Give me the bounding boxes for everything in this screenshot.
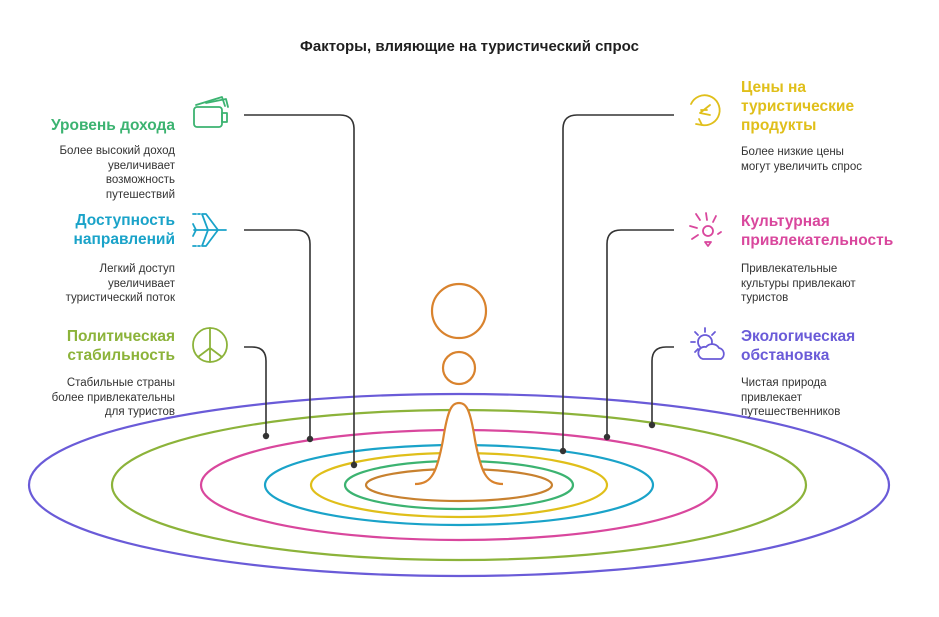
connector-dot <box>559 447 567 455</box>
factor-description-line: Более высокий доход <box>59 145 175 157</box>
connector-dot <box>262 432 270 440</box>
factor-description-line: Чистая природа <box>741 377 827 389</box>
factor-title-line: Уровень дохода <box>50 117 175 134</box>
factor-description-line: путешествий <box>105 188 175 201</box>
small-drop <box>441 350 477 386</box>
factor-title-line: Культурная <box>741 213 830 230</box>
factor-title: Цены на туристические продукты <box>741 78 854 135</box>
factor-description: Более высокий доход увеличивает возможност… <box>59 144 175 202</box>
factor-description-line: Легкий доступ <box>99 263 175 275</box>
factor-description-line: Более низкие цены <box>741 146 844 158</box>
factor-title-line: привлекательность <box>741 232 894 249</box>
connector-line <box>244 346 267 436</box>
factor-description-line: Стабильные страны <box>66 377 175 389</box>
factor-description-line: путешественников <box>741 406 841 418</box>
connector-dot <box>603 433 611 441</box>
factor-description-line: увеличивает <box>108 159 175 172</box>
factor-title-line: Доступность <box>75 212 175 229</box>
factor-title-line: туристические <box>741 98 855 115</box>
factor-title-line: Экологическая <box>741 328 856 345</box>
factor-title-line: обстановка <box>741 347 830 364</box>
factor-description-line: туристов <box>741 292 789 304</box>
factor-title: Доступность направлений <box>74 211 175 249</box>
factor-title-line: стабильность <box>67 347 175 364</box>
factor-description: Стабильные страны более привлекательны для… <box>52 376 175 420</box>
factor-description-line: для туристов <box>104 406 175 418</box>
connector-line <box>562 114 674 451</box>
factor-description-line: привлекает <box>741 391 802 404</box>
connector-line <box>606 229 674 437</box>
factor-title-line: направлений <box>73 231 175 248</box>
diagram-title: Факторы, влияющие на туристический спрос <box>300 38 639 55</box>
factor-title: Политическая стабильность <box>67 327 175 365</box>
connector-line <box>244 229 311 439</box>
peace-sign-icon <box>192 327 228 363</box>
airplane-icon <box>192 213 227 247</box>
factor-description-line: культуры привлекают <box>741 277 856 290</box>
connector-dot <box>306 435 314 443</box>
sun-cloud-icon <box>690 327 725 360</box>
factor-title-line: Цены на <box>741 79 807 96</box>
connector-dot <box>648 421 656 429</box>
factor-description: Легкий доступ увеличивает туристический по… <box>66 262 175 306</box>
factor-description: Более низкие цены могут увеличить спрос <box>741 145 862 174</box>
factor-description-line: возможность <box>105 174 175 186</box>
price-tag-icon <box>690 94 721 127</box>
large-drop <box>430 282 488 340</box>
burst-icon <box>689 212 722 247</box>
factor-title-line: продукты <box>741 117 817 134</box>
factor-description-line: Привлекательные <box>741 263 838 275</box>
splash-peak <box>414 401 504 486</box>
factor-title: Культурная привлекательность <box>741 212 893 250</box>
wallet-money-icon <box>193 96 229 128</box>
ripple-ring <box>27 392 891 578</box>
factor-description-line: могут увеличить спрос <box>741 160 862 173</box>
factor-description: Привлекательные культуры привлекают турист… <box>741 262 856 306</box>
connector-line <box>651 346 674 425</box>
factor-description-line: туристический поток <box>65 292 175 304</box>
factor-title: Экологическая обстановка <box>741 327 855 365</box>
factor-description: Чистая природа привлекает путешественников <box>741 376 840 420</box>
factor-description-line: более привлекательны <box>51 391 175 404</box>
factor-description-line: увеличивает <box>108 277 175 290</box>
connector-dot <box>350 461 358 469</box>
factor-title: Уровень дохода <box>51 116 175 135</box>
connectors <box>244 114 674 469</box>
connector-line <box>244 114 355 465</box>
factor-title-line: Политическая <box>66 328 175 345</box>
